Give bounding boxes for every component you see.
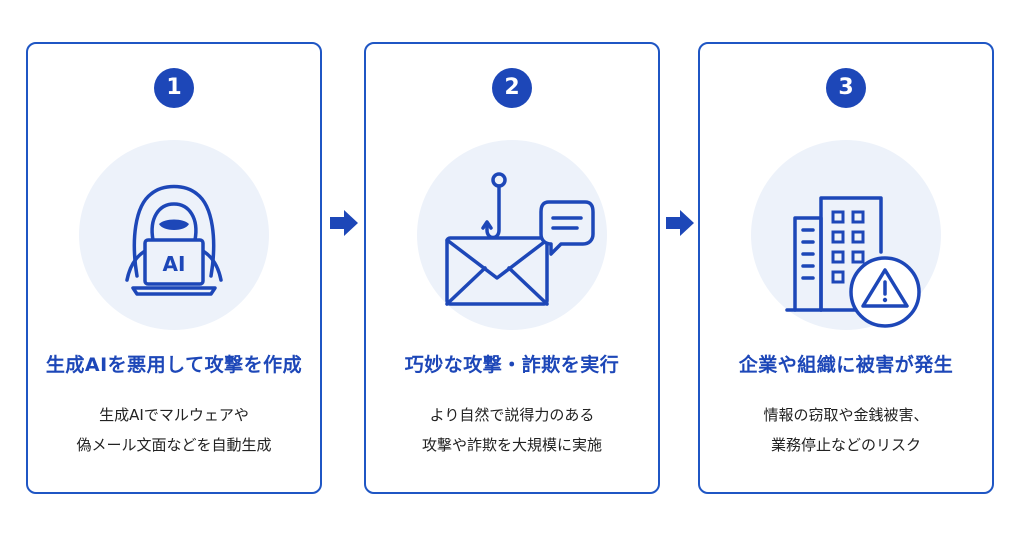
step-description-3-line-1: 情報の窃取や金銭被害、 xyxy=(763,406,929,424)
icon-circle-3 xyxy=(751,140,941,330)
step-card-2: 2 巧妙な攻撃・詐欺を実行 より自然で説得力のある 攻撃や詐欺を大規模に実施 xyxy=(364,42,660,494)
step-description-2: より自然で説得力のある 攻撃や詐欺を大規模に実施 xyxy=(366,400,658,460)
step-description-2-line-2: 攻撃や詐欺を大規模に実施 xyxy=(421,436,602,454)
step-description-1-line-2: 偽メール文面などを自動生成 xyxy=(76,436,272,454)
step-number-3: 3 xyxy=(826,68,866,108)
arrow-right-icon xyxy=(666,210,694,236)
arrow-right-icon xyxy=(330,210,358,236)
icon-circle-1: AI xyxy=(79,140,269,330)
phishing-email-icon xyxy=(445,172,595,306)
step-description-1: 生成AIでマルウェアや 偽メール文面などを自動生成 xyxy=(28,400,320,460)
hacker-laptop-icon: AI xyxy=(125,184,223,296)
step-title-1: 生成AIを悪用して攻撃を作成 xyxy=(45,354,303,376)
step-description-1-line-1: 生成AIでマルウェアや xyxy=(99,406,249,424)
step-title-2: 巧妙な攻撃・詐欺を実行 xyxy=(404,354,620,376)
step-description-2-line-1: より自然で説得力のある xyxy=(429,406,595,424)
ai-laptop-label: AI xyxy=(163,252,186,276)
step-card-3: 3 xyxy=(698,42,994,494)
step-card-1: 1 AI 生成AIを悪用して攻撃を作成 生成AIでマルウェアや 偽メール文面など… xyxy=(26,42,322,494)
step-number-1: 1 xyxy=(154,68,194,108)
building-warning-icon xyxy=(785,196,921,328)
step-description-3: 情報の窃取や金銭被害、 業務停止などのリスク xyxy=(700,400,992,460)
icon-circle-2 xyxy=(417,140,607,330)
step-number-2: 2 xyxy=(492,68,532,108)
step-title-3: 企業や組織に被害が発生 xyxy=(738,354,954,376)
step-description-3-line-2: 業務停止などのリスク xyxy=(770,436,921,454)
